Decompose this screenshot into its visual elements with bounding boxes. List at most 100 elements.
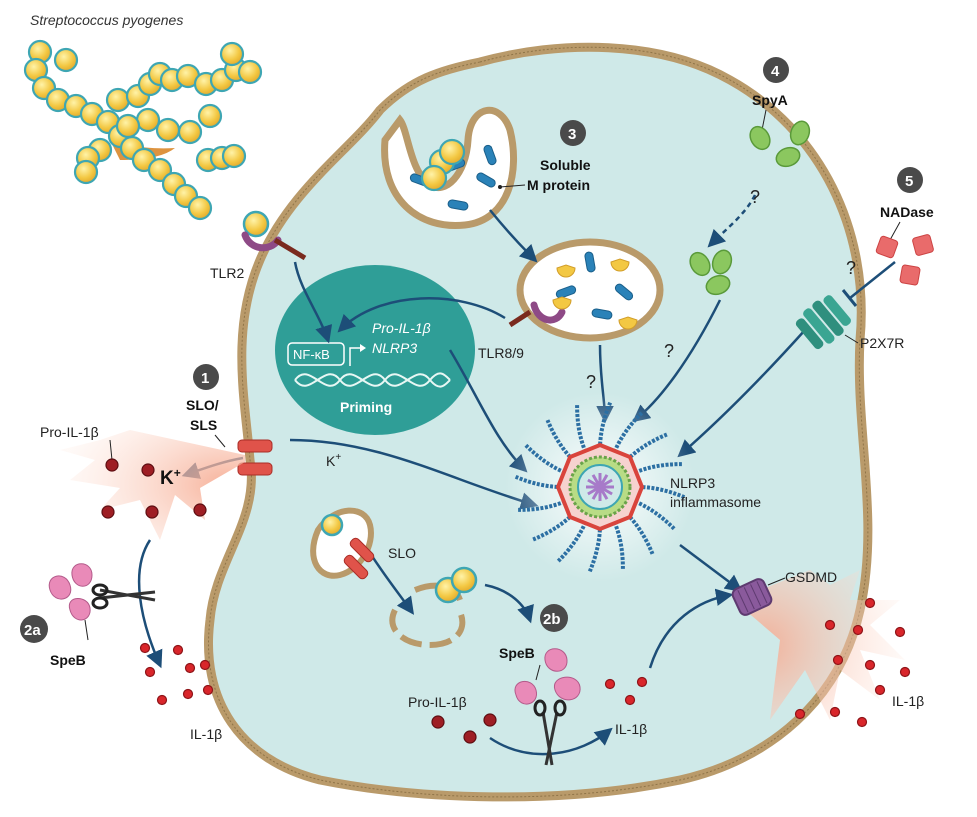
asc-filament	[612, 521, 625, 569]
svg-text:1: 1	[201, 370, 209, 387]
degraded-bacterium	[618, 316, 638, 330]
il1b-left-label: IL-1β	[190, 726, 222, 742]
il1b-particle	[636, 676, 648, 688]
il1b-particles-left	[139, 642, 214, 706]
bacterium	[187, 195, 213, 221]
bacterium	[219, 41, 245, 67]
step-badge-5: 5	[897, 167, 923, 193]
il1b-particle	[874, 684, 886, 696]
spya-particles	[689, 120, 811, 296]
bacterium	[105, 87, 131, 113]
il1b-particle	[832, 654, 844, 666]
il1b-particle	[794, 708, 806, 720]
p2x7r-channel	[795, 295, 851, 350]
pro-il1b-particle	[105, 458, 119, 472]
bacterium	[221, 143, 247, 169]
slo-sls-pore	[237, 439, 273, 476]
nadase-particles	[875, 234, 934, 286]
asc-filament	[634, 499, 676, 531]
inflammasome-label-1: NLRP3	[670, 475, 715, 491]
tlr2-label: TLR2	[210, 265, 244, 281]
bacterium	[73, 159, 99, 185]
il1b-particle	[829, 706, 841, 718]
svg-text:2b: 2b	[543, 611, 561, 628]
il1b-particle	[624, 694, 636, 706]
k-efflux-flare	[60, 430, 245, 540]
nlrp3-inflammasome	[505, 392, 695, 582]
asc-filament	[545, 419, 575, 462]
question-mark-spya-inner: ?	[664, 341, 674, 361]
il1b-particle	[899, 666, 911, 678]
degraded-bacterium	[552, 296, 572, 310]
asc-filament	[625, 432, 668, 462]
il1b-particle	[864, 597, 876, 609]
il1b-particle	[199, 659, 211, 671]
il1b-particle	[202, 684, 214, 696]
slo-sls-label-2: SLS	[190, 417, 217, 433]
m-protein	[591, 308, 613, 320]
pro-il1b-particle	[141, 463, 155, 477]
speb-center-label: SpeB	[499, 645, 535, 661]
il1b-particle	[856, 716, 868, 728]
il1b-particles-right	[794, 597, 911, 728]
step-badge-1: 1	[193, 364, 219, 390]
svg-text:5: 5	[905, 173, 913, 190]
speb-enzyme-center	[514, 648, 581, 705]
degraded-bacterium	[556, 264, 576, 278]
bacterium	[115, 113, 141, 139]
bacterium	[155, 117, 181, 143]
m-protein-rods	[409, 138, 638, 330]
il1b-particle	[172, 644, 184, 656]
step-badge-2b: 2b	[540, 604, 568, 632]
gsdmd-flare	[745, 570, 905, 720]
soluble-m-label-1: Soluble	[540, 157, 591, 173]
asc-filament	[634, 462, 682, 475]
gsdmd-pore	[731, 578, 773, 616]
m-protein	[483, 144, 497, 166]
nucleus: NF-κB Pro-IL-1β NLRP3 Priming	[275, 265, 475, 435]
il1b-particle	[852, 624, 864, 636]
spya-label: SpyA	[752, 92, 788, 108]
scissors-icon-center	[533, 699, 567, 766]
pro-il1b-particle	[101, 505, 115, 519]
step-badge-2a: 2a	[20, 615, 48, 643]
gsdmd-label: GSDMD	[785, 569, 837, 585]
il1b-particle	[182, 688, 194, 700]
il1b-particle	[864, 659, 876, 671]
bacterium	[135, 107, 161, 133]
asc-filament	[637, 485, 686, 500]
m-protein	[614, 283, 634, 301]
svg-text:2a: 2a	[24, 622, 41, 639]
pro-il1b-particle	[483, 713, 497, 727]
slo-vesicle	[310, 507, 375, 580]
il1b-particle	[156, 694, 168, 706]
asc-filament	[556, 521, 588, 563]
pro-il1b-particle	[431, 715, 445, 729]
pro-il1b-particle	[463, 730, 477, 744]
il1b-center-label: IL-1β	[615, 721, 647, 737]
nadase-label: NADase	[880, 204, 934, 220]
il1b-particle	[144, 666, 156, 678]
pro-il1b-particle	[145, 505, 159, 519]
bacterium	[237, 59, 263, 85]
asc-filament	[598, 401, 613, 450]
pro-il1b-gene: Pro-IL-1β	[372, 320, 431, 336]
scissors-icon	[91, 583, 156, 610]
pro-il1b-left-label: Pro-IL-1β	[40, 424, 99, 440]
svg-text:3: 3	[568, 126, 576, 143]
svg-text:4: 4	[771, 63, 780, 80]
asc-filament	[514, 474, 563, 489]
asc-filament	[532, 512, 575, 542]
step-badge-3: 3	[560, 120, 586, 146]
pro-il1b-bottom-label: Pro-IL-1β	[408, 694, 467, 710]
inflammasome-label-2: inflammasome	[670, 494, 761, 510]
tlr2-receptor	[241, 210, 307, 261]
degraded-bacterium	[610, 258, 630, 272]
species-title: Streptococcus pyogenes	[30, 12, 183, 28]
slo-label: SLO	[388, 545, 416, 561]
il1b-particle	[894, 626, 906, 638]
bacterium	[197, 103, 223, 129]
m-protein	[555, 285, 577, 299]
caspase-core	[599, 478, 613, 489]
